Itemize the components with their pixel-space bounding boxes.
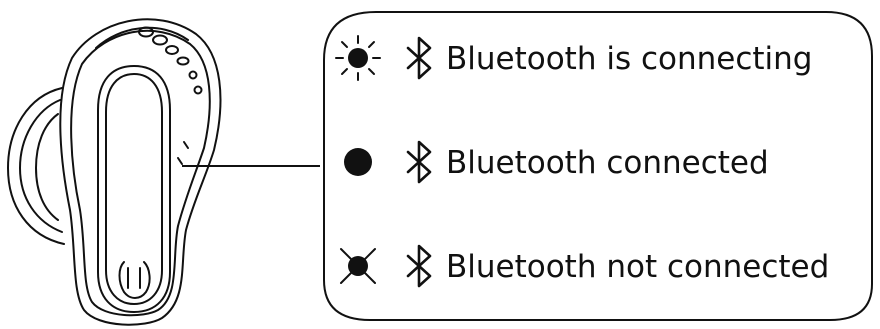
status-label-connecting: Bluetooth is connecting: [446, 41, 812, 77]
led-flashing-icon: [335, 35, 381, 81]
bluetooth-icon: [406, 140, 432, 184]
bluetooth-icon: [406, 244, 432, 288]
callout-box: [323, 11, 873, 321]
status-label-not-connected: Bluetooth not connected: [446, 249, 829, 285]
led-solid-icon: [344, 148, 372, 176]
led-off-icon: [340, 248, 376, 284]
bluetooth-icon: [406, 36, 432, 80]
earbud-icon: [7, 18, 222, 326]
status-label-connected: Bluetooth connected: [446, 145, 769, 181]
